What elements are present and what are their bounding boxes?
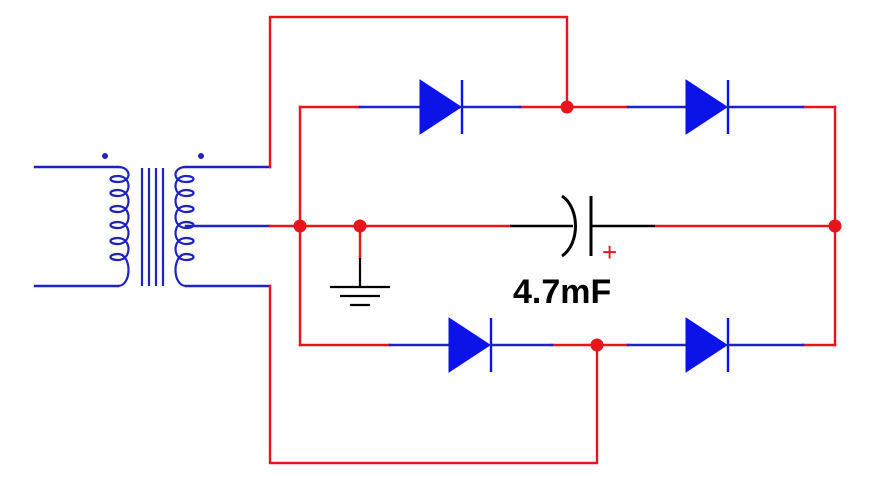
diode-upper-right [626,79,805,135]
transformer [33,153,272,288]
diode-triangle [685,79,728,135]
secondary-polarity-dot [198,153,204,159]
primary-coil [109,165,130,288]
junction-node [353,219,367,233]
junction-node [560,100,574,114]
ground-symbol [330,258,390,307]
diode-lower-left [388,317,554,373]
wire-bottom-loop [268,284,599,465]
primary-polarity-dot [102,153,108,159]
junction-node [293,219,307,233]
red-wires [268,15,837,465]
junction-nodes [293,100,842,352]
capacitor-curved-plate [561,194,577,258]
capacitor: + 4.7mF [510,194,655,311]
capacitor-polarity-label: + [602,237,617,267]
junction-node [590,338,604,352]
junction-node [828,219,842,233]
wire-top-loop [268,15,569,169]
secondary-coil [174,165,195,288]
diode-triangle [419,79,462,135]
diode-lower-right [626,317,805,373]
diode-triangle [448,317,491,373]
capacitor-value-label: 4.7mF [513,273,611,311]
diode-triangle [685,317,728,373]
diode-upper-left [358,79,522,135]
